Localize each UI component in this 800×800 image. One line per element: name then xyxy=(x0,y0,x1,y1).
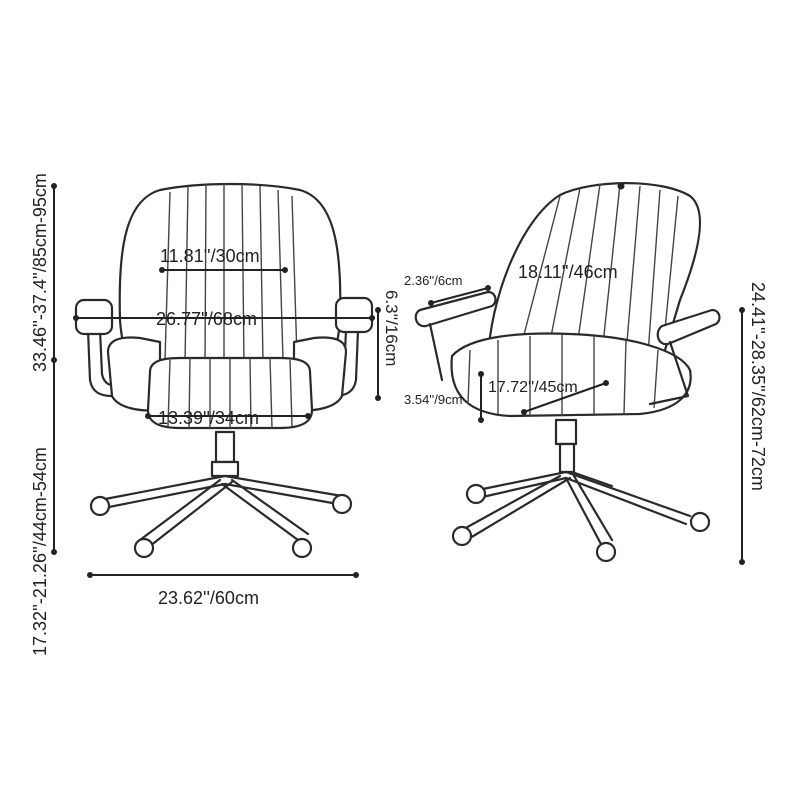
seat-depth-label: 17.72''/45cm xyxy=(488,379,578,396)
back-inner-width-label: 11.81''/30cm xyxy=(160,246,260,266)
seat-height-label: 17.32''-21.26''/44cm-54cm xyxy=(30,447,50,656)
armrest-height-label: 6.3''/16cm xyxy=(382,290,401,366)
base-width-label: 23.62''/60cm xyxy=(158,588,259,608)
overall-width-label: 26.77''/68cm xyxy=(156,309,257,329)
seat-width-label: 13.39''/34cm xyxy=(158,408,259,428)
overall-height-label: 33.46''-37.4''/85cm-95cm xyxy=(30,173,50,372)
armrest-floor-height-label: 24.41''-28.35''/62cm-72cm xyxy=(748,282,768,491)
front-view-chair xyxy=(74,182,374,559)
front-dimension-lines xyxy=(51,183,381,578)
back-height-label: 18.11''/46cm xyxy=(518,262,618,282)
armrest-width-label: 2.36''/6cm xyxy=(404,273,462,288)
side-view-chair xyxy=(414,182,721,563)
seat-thickness-label: 3.54''/9cm xyxy=(404,392,462,407)
side-dimension-lines xyxy=(428,182,745,565)
